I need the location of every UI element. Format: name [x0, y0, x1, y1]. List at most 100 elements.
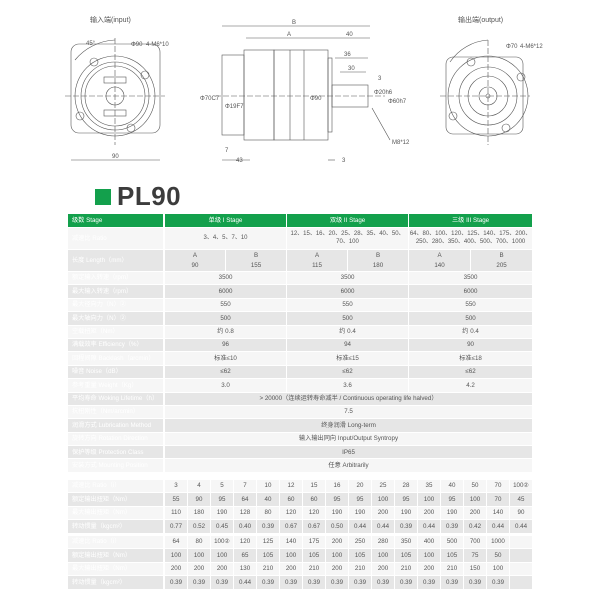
- cell: 0.45: [211, 520, 234, 534]
- dim-3: 3: [378, 76, 382, 82]
- dim-phi20: Φ20h6: [374, 90, 393, 96]
- length-variant: B: [253, 252, 259, 260]
- cell: 4: [188, 480, 211, 494]
- row-label: 空载扭矩（Nm）: [68, 325, 165, 339]
- row-label: 额定输出扭矩（Nm）: [68, 493, 165, 507]
- output-caption: 输出端(output): [458, 15, 503, 24]
- cell: [510, 536, 533, 550]
- cell: [510, 549, 533, 563]
- row-label: 最大径向力（N）②: [68, 298, 165, 313]
- row-label: 转动惯量（kgcm²）: [68, 576, 165, 590]
- cell: 6000: [287, 285, 410, 299]
- cell: IP65: [165, 446, 534, 460]
- cell: 任意 Arbitrarily: [165, 459, 534, 473]
- cell: ≤62: [409, 365, 534, 380]
- cell: ≤62: [287, 365, 410, 380]
- cell: 200: [418, 506, 441, 521]
- dim-B: B: [292, 20, 296, 26]
- cell: 终身润滑 Long-term: [165, 419, 534, 433]
- cell: 0.67: [280, 520, 303, 534]
- cell: 0.39: [418, 576, 441, 590]
- cell: 40: [441, 480, 464, 494]
- cell: 190: [326, 506, 349, 521]
- cell: 550: [165, 298, 288, 313]
- cell: 0.42: [464, 520, 487, 534]
- cell: 90: [188, 493, 211, 507]
- cell: 175: [303, 536, 326, 550]
- cell: 210: [441, 562, 464, 577]
- length-value: 90: [191, 261, 199, 269]
- cell: 15: [303, 480, 326, 494]
- cell: 10: [257, 480, 280, 494]
- cell: 0.44: [510, 520, 533, 534]
- cell: 单级 I Stage: [165, 214, 288, 228]
- cell: 120: [280, 506, 303, 521]
- cell: 100②: [510, 480, 533, 494]
- row-label: 安装方式 Mounting Position: [68, 459, 165, 473]
- cell: 0.39: [487, 576, 510, 590]
- cell: 100: [418, 549, 441, 563]
- row-label: 润滑方式 Lubrication Method: [68, 419, 165, 433]
- cell: [510, 576, 533, 590]
- cell: 3500: [409, 272, 534, 286]
- cell: 100: [464, 493, 487, 507]
- dim-A: A: [287, 32, 291, 38]
- row-label: 抗扭刚性（Nm/arcmin）: [68, 405, 165, 420]
- cell: 7.5: [165, 405, 534, 420]
- cell: 0.52: [188, 520, 211, 534]
- cell: 输入输出同向 Input/Output Syntropy: [165, 432, 534, 447]
- cell: 400: [418, 536, 441, 550]
- cell: 0.39: [395, 576, 418, 590]
- cell: 75: [464, 549, 487, 563]
- cell: 3500: [165, 272, 288, 286]
- cell: 190: [441, 506, 464, 521]
- dim-angle: 45°: [86, 41, 96, 47]
- cell: 95: [349, 493, 372, 507]
- cell: 0.39: [464, 576, 487, 590]
- cell: 0.44: [418, 520, 441, 534]
- cell: 3.0: [165, 379, 288, 393]
- cell: 0.77: [165, 520, 188, 534]
- cell: 0.67: [303, 520, 326, 534]
- cell: 110: [165, 506, 188, 521]
- cell: 3.6: [287, 379, 410, 393]
- cell: 64、80、100、120、125、140、175、200、250、280、35…: [409, 228, 534, 250]
- table-row: 平均寿命 Woking Lifetime（h）> 20000（连续运转寿命减半 …: [68, 392, 534, 406]
- length-value: 115: [312, 261, 322, 269]
- input-caption: 输入端(input): [90, 15, 131, 24]
- cell: 200: [464, 506, 487, 521]
- cell: 50: [464, 480, 487, 494]
- length-value: 155: [250, 261, 262, 269]
- length-value: 205: [496, 261, 507, 269]
- cell: 210: [349, 562, 372, 577]
- cell: 0.39: [211, 576, 234, 590]
- row-label: 噪音 Noise（dB）: [68, 365, 165, 380]
- row-label: 最大输入转速（rpm）: [68, 285, 165, 299]
- dim-40: 40: [346, 32, 353, 38]
- cell: 100: [326, 549, 349, 563]
- cell: 0.44: [487, 520, 510, 534]
- cell: 190: [395, 506, 418, 521]
- cell: 0.40: [234, 520, 257, 534]
- cell: 100: [188, 549, 211, 563]
- cell: 60: [280, 493, 303, 507]
- dim-phi60: Φ60h7: [388, 99, 407, 105]
- cell: 约 0.4: [287, 325, 410, 339]
- cell: 200: [418, 562, 441, 577]
- output-end-view: [440, 39, 530, 145]
- cell: 64: [165, 536, 188, 550]
